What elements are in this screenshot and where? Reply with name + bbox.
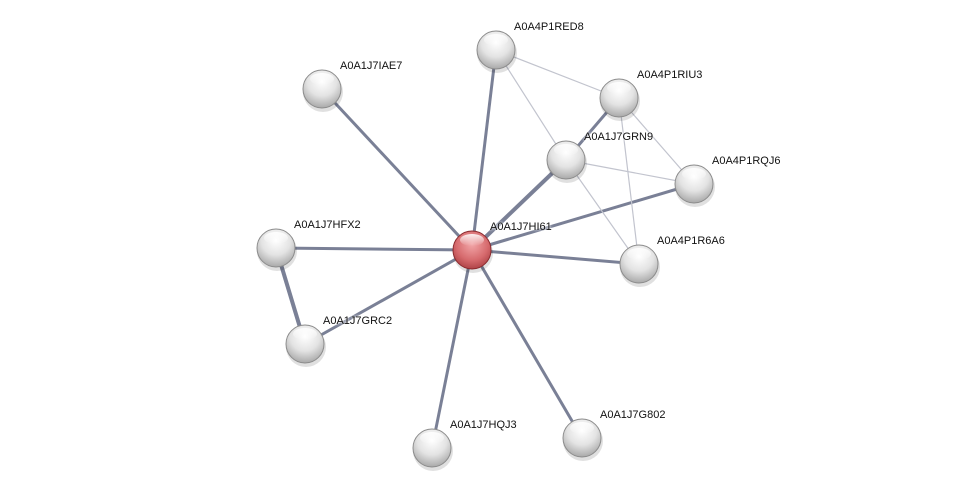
node-label: A0A4P1R6A6 xyxy=(657,235,725,247)
edge-A0A1J7HI61-A0A1J7IAE7[interactable] xyxy=(320,87,474,252)
edge-A0A1J7HI61-A0A1J7G802[interactable] xyxy=(470,249,584,439)
edge-A0A1J7HI61-A0A1J7GRN9[interactable] xyxy=(470,158,568,252)
node-A0A1J7IAE7[interactable] xyxy=(302,69,343,112)
edge-A0A4P1RED8-A0A1J7GRN9[interactable] xyxy=(495,49,567,161)
node-A0A4P1RIU3[interactable] xyxy=(599,78,640,121)
edge-A0A1J7GRN9-A0A4P1RQJ6[interactable] xyxy=(565,159,695,185)
edge-A0A4P1RIU3-A0A4P1R6A6[interactable] xyxy=(618,97,640,265)
node-A0A1J7HQJ3[interactable] xyxy=(412,428,453,471)
node-label: A0A4P1RED8 xyxy=(514,21,584,33)
node-label: A0A1J7IAE7 xyxy=(340,60,403,72)
edge-A0A1J7HI61-A0A1J7HFX2[interactable] xyxy=(275,246,473,252)
edge-A0A1J7HI61-A0A4P1RED8[interactable] xyxy=(470,49,498,251)
node-A0A1J7HFX2[interactable] xyxy=(256,228,297,271)
node-label: A0A1J7HQJ3 xyxy=(450,419,517,431)
node-A0A4P1RED8[interactable] xyxy=(476,30,517,73)
node-label: A0A1J7HFX2 xyxy=(294,219,361,231)
node-A0A1J7HI61[interactable] xyxy=(452,230,493,273)
node-label: A0A4P1RIU3 xyxy=(637,69,703,81)
node-label: A0A4P1RQJ6 xyxy=(712,155,781,167)
edge-A0A4P1RED8-A0A4P1RIU3[interactable] xyxy=(495,49,620,99)
node-A0A1J7GRN9[interactable] xyxy=(546,140,587,183)
edge-A0A1J7HI61-A0A4P1R6A6[interactable] xyxy=(471,248,640,266)
edge-A0A1J7GRN9-A0A4P1R6A6[interactable] xyxy=(565,159,640,265)
edge-A0A1J7HI61-A0A4P1RQJ6[interactable] xyxy=(471,182,695,252)
node-label: A0A1J7HI61 xyxy=(490,221,552,233)
node-A0A4P1R6A6[interactable] xyxy=(619,244,660,287)
node-label: A0A1J7G802 xyxy=(600,409,666,421)
node-label: A0A1J7GRC2 xyxy=(323,315,393,327)
node-A0A1J7GRC2[interactable] xyxy=(285,324,326,367)
node-A0A1J7G802[interactable] xyxy=(562,418,603,461)
edge-A0A1J7HI61-A0A1J7HQJ3[interactable] xyxy=(430,249,474,449)
edge-A0A1J7HI61-A0A1J7GRC2[interactable] xyxy=(304,248,473,346)
node-label: A0A1J7GRN9 xyxy=(584,131,654,143)
node-A0A4P1RQJ6[interactable] xyxy=(674,164,715,207)
